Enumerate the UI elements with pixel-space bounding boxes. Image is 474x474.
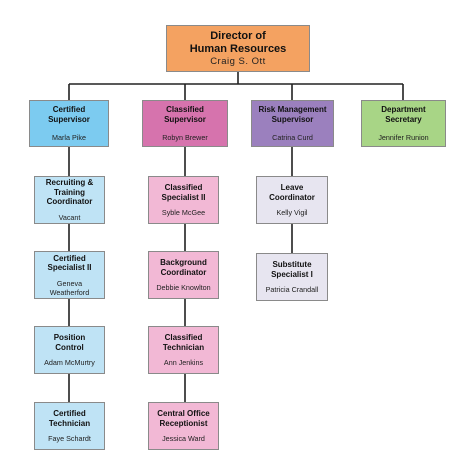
risk-supervisor-name: Catrina Curd bbox=[272, 133, 313, 142]
certified-supervisor-title: Certified Supervisor bbox=[48, 105, 90, 124]
classified-supervisor-title: Classified Supervisor bbox=[164, 105, 206, 124]
central-office-receptionist-name: Jessica Ward bbox=[162, 434, 205, 443]
risk-supervisor-title: Risk Management Supervisor bbox=[258, 105, 327, 124]
recruiting-coordinator-box: Recruiting & Training Coordinator Vacant bbox=[34, 176, 105, 224]
classified-specialist-2-name: Syble McGee bbox=[161, 208, 206, 217]
certified-technician-box: Certified Technician Faye Schardt bbox=[34, 402, 105, 450]
background-coordinator-name: Debbie Knowlton bbox=[156, 283, 211, 292]
certified-specialist-2-box: Certified Specialist II Geneva Weatherfo… bbox=[34, 251, 105, 299]
department-secretary-name: Jennifer Runion bbox=[378, 133, 429, 142]
position-control-title: Position Control bbox=[53, 333, 86, 352]
certified-technician-name: Faye Schardt bbox=[48, 434, 91, 443]
certified-supervisor-name: Marla Pike bbox=[52, 133, 86, 142]
department-secretary-title: Department Secretary bbox=[381, 105, 426, 124]
classified-specialist-2-box: Classified Specialist II Syble McGee bbox=[148, 176, 219, 224]
classified-technician-box: Classified Technician Ann Jenkins bbox=[148, 326, 219, 374]
department-secretary-box: Department Secretary Jennifer Runion bbox=[361, 100, 446, 147]
central-office-receptionist-title: Central Office Receptionist bbox=[157, 409, 210, 428]
certified-specialist-2-title: Certified Specialist II bbox=[47, 253, 92, 273]
classified-technician-title: Classified Technician bbox=[162, 333, 205, 352]
leave-coordinator-name: Kelly Vigil bbox=[276, 208, 308, 217]
central-office-receptionist-box: Central Office Receptionist Jessica Ward bbox=[148, 402, 219, 450]
substitute-specialist-1-box: Substitute Specialist I Patricia Crandal… bbox=[256, 253, 328, 301]
director-name: Craig S. Ott bbox=[210, 56, 266, 67]
background-coordinator-box: Background Coordinator Debbie Knowlton bbox=[148, 251, 219, 299]
position-control-box: Position Control Adam McMurtry bbox=[34, 326, 105, 374]
certified-supervisor-box: Certified Supervisor Marla Pike bbox=[29, 100, 109, 147]
recruiting-coordinator-title: Recruiting & Training Coordinator bbox=[45, 178, 94, 207]
leave-coordinator-title: Leave Coordinator bbox=[269, 183, 315, 202]
certified-technician-title: Certified Technician bbox=[48, 409, 91, 428]
substitute-specialist-1-title: Substitute Specialist I bbox=[271, 260, 313, 279]
background-coordinator-title: Background Coordinator bbox=[160, 258, 207, 277]
certified-specialist-2-name: Geneva Weatherford bbox=[49, 278, 90, 297]
director-box: Director of Human Resources Craig S. Ott bbox=[166, 25, 310, 72]
classified-technician-name: Ann Jenkins bbox=[163, 358, 204, 367]
leave-coordinator-box: Leave Coordinator Kelly Vigil bbox=[256, 176, 328, 224]
risk-supervisor-box: Risk Management Supervisor Catrina Curd bbox=[251, 100, 334, 147]
classified-supervisor-name: Robyn Brewer bbox=[162, 133, 208, 142]
classified-specialist-2-title: Classified Specialist II bbox=[161, 183, 206, 202]
position-control-name: Adam McMurtry bbox=[44, 358, 95, 367]
recruiting-coordinator-name: Vacant bbox=[58, 212, 81, 222]
classified-supervisor-box: Classified Supervisor Robyn Brewer bbox=[142, 100, 228, 147]
director-title: Director of Human Resources bbox=[189, 30, 287, 55]
substitute-specialist-1-name: Patricia Crandall bbox=[265, 285, 319, 294]
